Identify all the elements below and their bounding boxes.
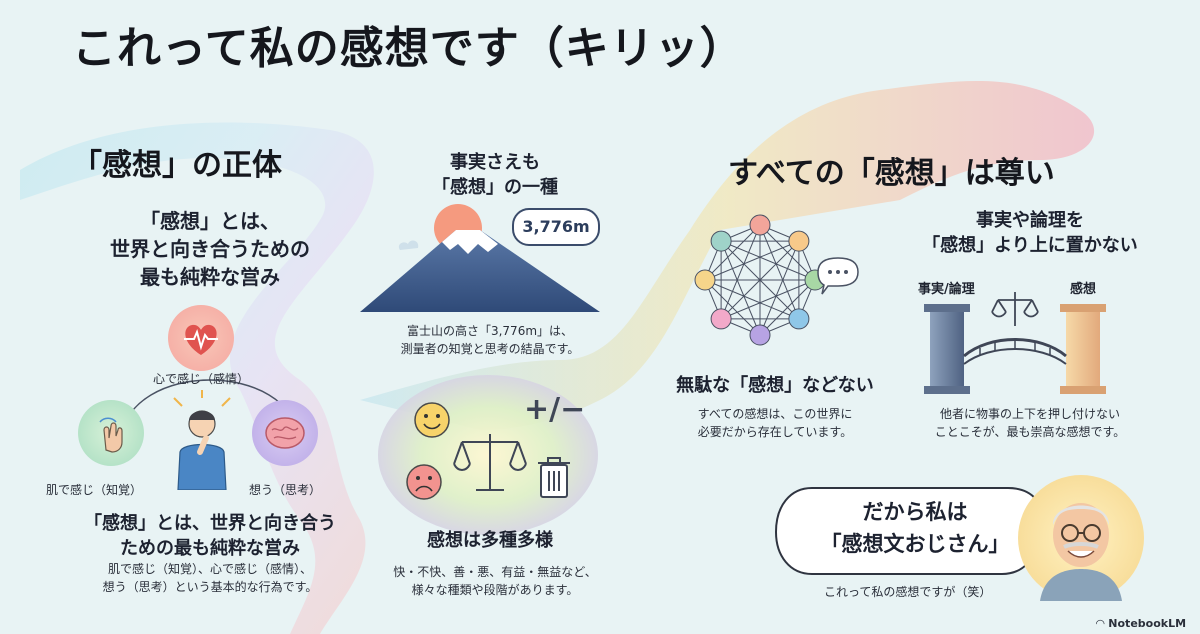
network-node xyxy=(749,214,771,236)
center-bottom-heading: 感想は多種多様 xyxy=(427,530,553,551)
avatar xyxy=(1018,475,1144,601)
left-desc-line-2: 想う（思考）という基本的な行為です。 xyxy=(102,580,318,594)
left-summary-line-2: ための最も純粋な営み xyxy=(120,538,300,559)
pillars-heading-line-1: 事実や論理を xyxy=(976,210,1084,231)
network-description: すべての感想は、この世界に 必要だから存在しています。 xyxy=(670,405,880,441)
speech-line-1: だから私は xyxy=(862,500,968,524)
pillars-desc-line-1: 他者に物事の上下を押し付けない xyxy=(939,407,1120,421)
speech-text: だから私は 「感想文おじさん」 xyxy=(790,496,1040,560)
pillar-left-label: 事実/論理 xyxy=(918,282,975,297)
network-desc-line-1: すべての感想は、この世界に xyxy=(697,407,853,421)
left-intro-line-2: 世界と向き合うための xyxy=(110,237,310,261)
mount-fuji-icon xyxy=(360,204,600,312)
network-desc-line-2: 必要だから存在しています。 xyxy=(697,425,853,439)
thinking-person-icon xyxy=(173,390,231,490)
left-heading: 「感想」の正体 xyxy=(72,148,282,183)
chat-bubble-icon xyxy=(817,257,859,295)
network-caption: 無駄な「感想」などない xyxy=(676,375,874,396)
chat-dot xyxy=(836,270,840,274)
network-node xyxy=(710,308,732,330)
pillars-heading-line-2: 「感想」より上に置かない xyxy=(922,235,1138,256)
center-bottom-desc-line-1: 快・不快、善・悪、有益・無益など、 xyxy=(393,565,597,579)
left-intro-line-3: 最も純粋な営み xyxy=(140,265,280,289)
center-top-heading-line-2: 「感想」の一種 xyxy=(432,177,558,198)
network-node xyxy=(788,308,810,330)
center-top-description: 富士山の高さ「3,776m」は、 測量者の知覚と思考の結晶です。 xyxy=(370,322,610,358)
heart-icon xyxy=(168,305,234,371)
center-bottom-desc-line-2: 様々な種類や段階があります。 xyxy=(411,583,579,597)
network-node xyxy=(749,324,771,346)
pillar-right-label: 感想 xyxy=(1070,282,1097,297)
network-node xyxy=(694,269,716,291)
center-bottom-description: 快・不快、善・悪、有益・無益など、 様々な種類や段階があります。 xyxy=(380,563,610,599)
brain-icon xyxy=(252,400,318,466)
brain-label: 想う（思考） xyxy=(248,483,321,497)
old-man-icon xyxy=(1040,503,1122,601)
scale-icon xyxy=(453,434,527,491)
page-title: これって私の感想です（キリッ） xyxy=(72,23,745,74)
center-top-desc-line-1: 富士山の高さ「3,776m」は、 xyxy=(406,324,574,338)
left-summary: 「感想」とは、世界と向き合う ための最も純粋な営み xyxy=(60,511,360,561)
left-intro: 「感想」とは、 世界と向き合うための 最も純粋な営み xyxy=(60,207,360,291)
pillars-bridge-icon xyxy=(924,292,1106,394)
trash-icon xyxy=(538,457,570,498)
network-node xyxy=(710,230,732,252)
notebooklm-icon: ◠ xyxy=(1096,617,1109,630)
network-edge xyxy=(720,240,761,336)
frown-icon xyxy=(406,464,442,500)
heart-label: 心で感じ（感情） xyxy=(152,372,249,386)
right-heading: すべての「感想」は尊い xyxy=(728,156,1055,191)
left-desc-line-1: 肌で感じ（知覚）、心で感じ（感情）、 xyxy=(107,562,312,576)
plus-minus-icon: +/− xyxy=(524,392,586,427)
network-icon xyxy=(694,214,859,346)
height-bubble: 3,776m xyxy=(512,208,600,246)
speech-line-2: 「感想文おじさん」 xyxy=(820,532,1010,556)
center-top-desc-line-2: 測量者の知覚と思考の結晶です。 xyxy=(400,342,580,356)
brand-text: NotebookLM xyxy=(1108,617,1187,630)
smile-icon xyxy=(414,402,450,438)
left-description: 肌で感じ（知覚）、心で感じ（感情）、 想う（思考）という基本的な行為です。 xyxy=(60,560,360,596)
pillars-desc-line-2: ことこそが、最も崇高な感想です。 xyxy=(934,425,1126,439)
chat-dot xyxy=(828,270,832,274)
network-edge xyxy=(720,240,800,320)
center-top-heading-line-1: 事実さえも xyxy=(450,152,540,173)
footer-note: これって私の感想ですが（笑） xyxy=(824,585,992,599)
left-summary-line-1: 「感想」とは、世界と向き合う xyxy=(84,513,336,534)
network-edge xyxy=(704,279,761,336)
network-edge xyxy=(720,240,816,281)
pillars-description: 他者に物事の上下を押し付けない ことこそが、最も崇高な感想です。 xyxy=(895,405,1165,441)
pillars-heading: 事実や論理を 「感想」より上に置かない xyxy=(890,208,1170,258)
network-node xyxy=(788,230,810,252)
left-intro-line-1: 「感想」とは、 xyxy=(140,209,280,233)
chat-dot xyxy=(844,270,848,274)
brand-label: ◠ NotebookLM xyxy=(1096,617,1186,630)
center-top-heading: 事実さえも 「感想」の一種 xyxy=(395,150,595,200)
hand-label: 肌で感じ（知覚） xyxy=(46,483,143,497)
hand-icon xyxy=(78,400,144,466)
